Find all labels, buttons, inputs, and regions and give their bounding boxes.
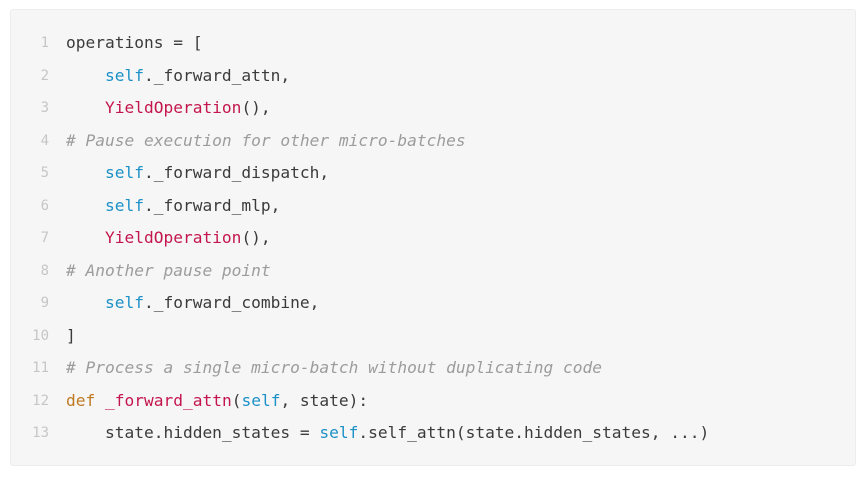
code-token-keyword: def — [66, 390, 96, 410]
code-line: 1 operations = [ — [11, 27, 855, 60]
line-number: 13 — [32, 425, 49, 441]
code-token-self: self — [241, 390, 281, 410]
code-token-plain — [66, 293, 105, 312]
code-token-plain: state.hidden_states = — [66, 423, 320, 442]
code-line: 12 def _forward_attn(self, state): — [11, 385, 855, 418]
line-code: self._forward_dispatch, — [66, 157, 855, 190]
code-token-self: self — [104, 65, 144, 85]
line-number: 9 — [40, 295, 49, 311]
code-token-plain — [66, 228, 105, 247]
line-code: self._forward_attn, — [66, 60, 855, 93]
code-line: 13 state.hidden_states = self.self_attn(… — [11, 417, 855, 450]
line-code: state.hidden_states = self.self_attn(sta… — [66, 417, 855, 450]
code-token-plain — [66, 66, 105, 85]
code-token-comment: # Process a single micro-batch without d… — [66, 358, 603, 377]
code-token-self: self — [104, 293, 144, 312]
line-code: self._forward_combine, — [66, 287, 855, 320]
code-token-func: _forward_attn — [105, 390, 232, 410]
code-token-plain: (), — [241, 228, 271, 247]
line-number: 5 — [40, 165, 49, 181]
line-number: 10 — [32, 327, 49, 344]
line-code: YieldOperation(), — [66, 92, 855, 125]
line-number: 3 — [40, 100, 49, 116]
code-line: 9 self._forward_combine, — [11, 287, 855, 320]
line-number: 6 — [40, 197, 49, 214]
code-line: 3 YieldOperation(), — [11, 92, 855, 125]
code-line: 4 # Pause execution for other micro-batch… — [11, 125, 855, 158]
code-token-self: self — [319, 423, 359, 442]
code-token-plain: , state): — [280, 390, 369, 410]
code-token-plain — [95, 391, 105, 410]
code-token-plain: (), — [241, 98, 271, 117]
code-line: 7 YieldOperation(), — [11, 222, 855, 255]
code-token-plain: ._forward_mlp, — [143, 195, 281, 215]
code-token-plain — [66, 98, 105, 117]
code-line: 5 self._forward_dispatch, — [11, 157, 855, 190]
code-token-plain — [66, 196, 105, 215]
code-token-comment: # Pause execution for other micro-batche… — [66, 130, 466, 150]
line-number: 8 — [40, 262, 49, 279]
line-code: YieldOperation(), — [66, 222, 855, 255]
line-code: # Pause execution for other micro-batche… — [66, 125, 855, 158]
line-code: def _forward_attn(self, state): — [66, 385, 855, 418]
code-line: 6 self._forward_mlp, — [11, 190, 855, 223]
code-line: 2 self._forward_attn, — [11, 60, 855, 93]
line-code: self._forward_mlp, — [66, 190, 855, 223]
line-number: 7 — [40, 230, 49, 246]
code-line: 8 # Another pause point — [11, 255, 855, 288]
code-token-self: self — [104, 195, 144, 215]
line-number: 11 — [32, 360, 49, 376]
line-number: 12 — [32, 392, 49, 409]
code-token-plain: ._forward_dispatch, — [143, 163, 330, 182]
code-token-self: self — [104, 163, 144, 182]
code-token-class: YieldOperation — [104, 98, 242, 117]
code-line: 10] — [11, 320, 855, 353]
code-token-plain: ( — [231, 390, 242, 410]
code-token-plain — [66, 163, 105, 182]
line-code: operations = [ — [66, 27, 855, 60]
line-number: 2 — [40, 67, 49, 84]
line-code: # Another pause point — [66, 255, 855, 288]
code-token-plain: operations = [ — [66, 33, 203, 52]
line-number: 4 — [40, 132, 49, 149]
code-token-plain: ] — [66, 325, 76, 345]
code-token-plain: ._forward_attn, — [143, 65, 291, 85]
code-token-plain: .self_attn(state.hidden_states, ...) — [358, 423, 710, 442]
line-code: ] — [66, 320, 855, 353]
code-token-plain: ._forward_combine, — [143, 293, 320, 312]
line-code: # Process a single micro-batch without d… — [66, 352, 855, 385]
line-number: 1 — [40, 35, 49, 51]
code-line: 11 # Process a single micro-batch without… — [11, 352, 855, 385]
code-token-comment: # Another pause point — [66, 260, 271, 280]
code-token-class: YieldOperation — [104, 228, 242, 247]
